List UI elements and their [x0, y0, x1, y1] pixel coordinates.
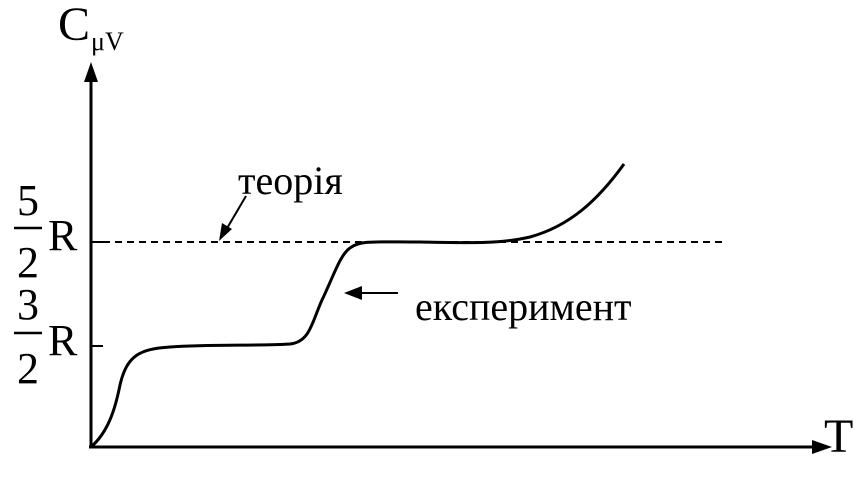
y-axis-label: C [58, 0, 90, 51]
experiment-label: експеримент [415, 284, 631, 329]
theory-label: теорія [238, 158, 343, 203]
lower-level-numerator: 3 [17, 280, 39, 329]
x-axis-arrowhead [812, 440, 832, 454]
experiment-pointer-arrowhead [344, 286, 362, 300]
lower-level-denominator: 2 [17, 344, 39, 393]
theory-pointer-line [225, 195, 247, 231]
upper-level-symbol: R [48, 211, 78, 260]
y-axis-label-subscript: μV [91, 27, 124, 56]
y-axis-arrowhead [84, 62, 98, 82]
experiment-curve [89, 163, 626, 449]
x-axis-label: T [824, 410, 853, 463]
upper-level-denominator: 2 [17, 238, 39, 287]
theory-pointer-arrowhead [219, 223, 232, 241]
upper-level-numerator: 5 [17, 176, 39, 225]
lower-level-symbol: R [48, 316, 78, 365]
